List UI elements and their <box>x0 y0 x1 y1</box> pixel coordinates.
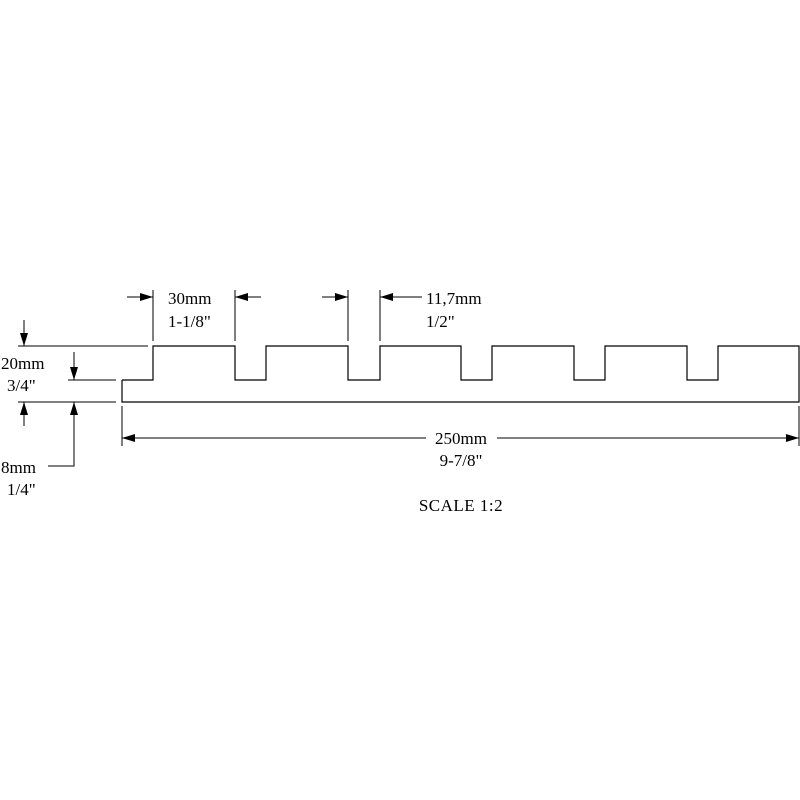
arrowhead <box>235 293 248 301</box>
rib-width-imperial: 1/2" <box>426 312 455 331</box>
rib-width-metric: 11,7mm <box>426 289 482 308</box>
arrowhead <box>20 333 28 346</box>
arrowhead <box>140 293 153 301</box>
slot-width-metric: 30mm <box>168 289 211 308</box>
arrowhead <box>70 402 78 415</box>
overall-length-imperial: 9-7/8" <box>440 451 483 470</box>
arrowhead <box>20 402 28 415</box>
base-thickness-imperial: 1/4" <box>7 480 36 499</box>
arrowhead <box>786 434 799 442</box>
total-thickness-dimension: 20mm 3/4" <box>1 320 148 426</box>
scale-label: SCALE 1:2 <box>419 496 503 515</box>
slot-width-imperial: 1-1/8" <box>168 312 211 331</box>
dimension-leader <box>48 402 75 467</box>
arrowhead <box>380 293 393 301</box>
overall-length-dimension: 250mm 9-7/8" <box>121 406 800 470</box>
total-thickness-metric: 20mm <box>1 354 44 373</box>
total-thickness-imperial: 3/4" <box>7 376 36 395</box>
base-thickness-metric: 8mm <box>1 458 36 477</box>
base-thickness-dimension: 8mm 1/4" <box>1 352 116 499</box>
arrowhead <box>122 434 135 442</box>
slot-width-dimension: 30mm 1-1/8" <box>127 289 261 341</box>
rib-width-dimension: 11,7mm 1/2" <box>322 289 482 341</box>
arrowhead <box>335 293 348 301</box>
arrowhead <box>70 367 78 380</box>
overall-length-metric: 250mm <box>435 429 487 448</box>
panel-profile-outline <box>121 345 800 403</box>
